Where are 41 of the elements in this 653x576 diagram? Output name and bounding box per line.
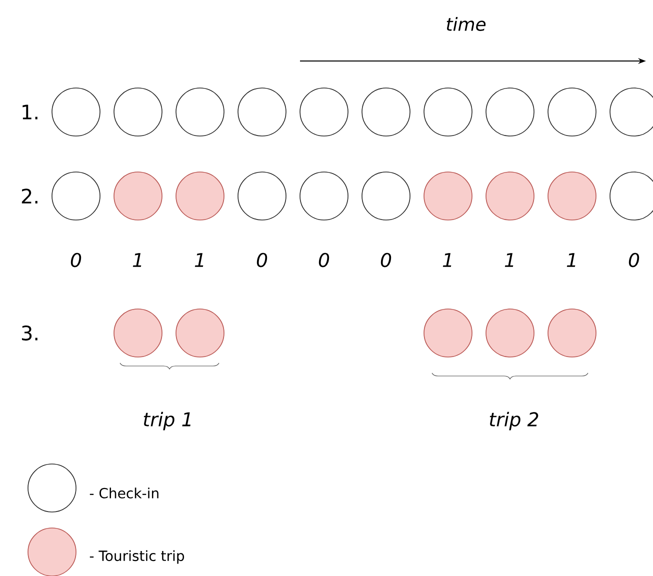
trip-label: trip 1	[144, 412, 190, 430]
circle-node	[300, 88, 348, 136]
circle-node	[176, 308, 224, 358]
row-number: 2.	[22, 188, 38, 204]
trip-label: trip 2	[490, 412, 538, 430]
digit-label: 1	[194, 253, 204, 267]
circle-node	[238, 172, 286, 220]
digit-label: 0	[318, 252, 330, 268]
circle-node	[362, 88, 410, 136]
axis-label: time	[446, 17, 486, 31]
circle-node	[486, 172, 534, 220]
circle-node	[486, 88, 534, 136]
circle-node	[176, 172, 224, 220]
legend-text: - Touristic trip	[90, 550, 184, 564]
digit-label: 1	[504, 253, 514, 267]
circle-node	[424, 308, 472, 358]
circle-node	[548, 308, 596, 358]
digit-label: 1	[566, 253, 576, 267]
circle-node	[362, 172, 410, 220]
digit-label: 1	[442, 253, 452, 267]
digit-label: 0	[70, 252, 82, 268]
circle-node	[424, 172, 472, 220]
row-number: 3.	[22, 325, 38, 341]
circle-node	[52, 172, 100, 220]
circle-node	[486, 308, 534, 358]
circle-node	[548, 172, 596, 220]
circle-node	[238, 88, 286, 136]
circle-node	[176, 88, 224, 136]
legend-text: - Check-in	[90, 488, 158, 498]
circle-node	[114, 308, 162, 358]
row-number: 1.	[22, 104, 38, 120]
digit-label: 1	[132, 253, 142, 267]
circle-node	[114, 88, 162, 136]
digit-label: 0	[256, 252, 268, 268]
circle-node	[424, 88, 472, 136]
circle-node	[52, 88, 100, 136]
digit-label: 0	[628, 252, 640, 268]
digit-label: 0	[380, 252, 392, 268]
circle-node	[548, 88, 596, 136]
circle-node	[114, 172, 162, 220]
circle-node	[300, 172, 348, 220]
